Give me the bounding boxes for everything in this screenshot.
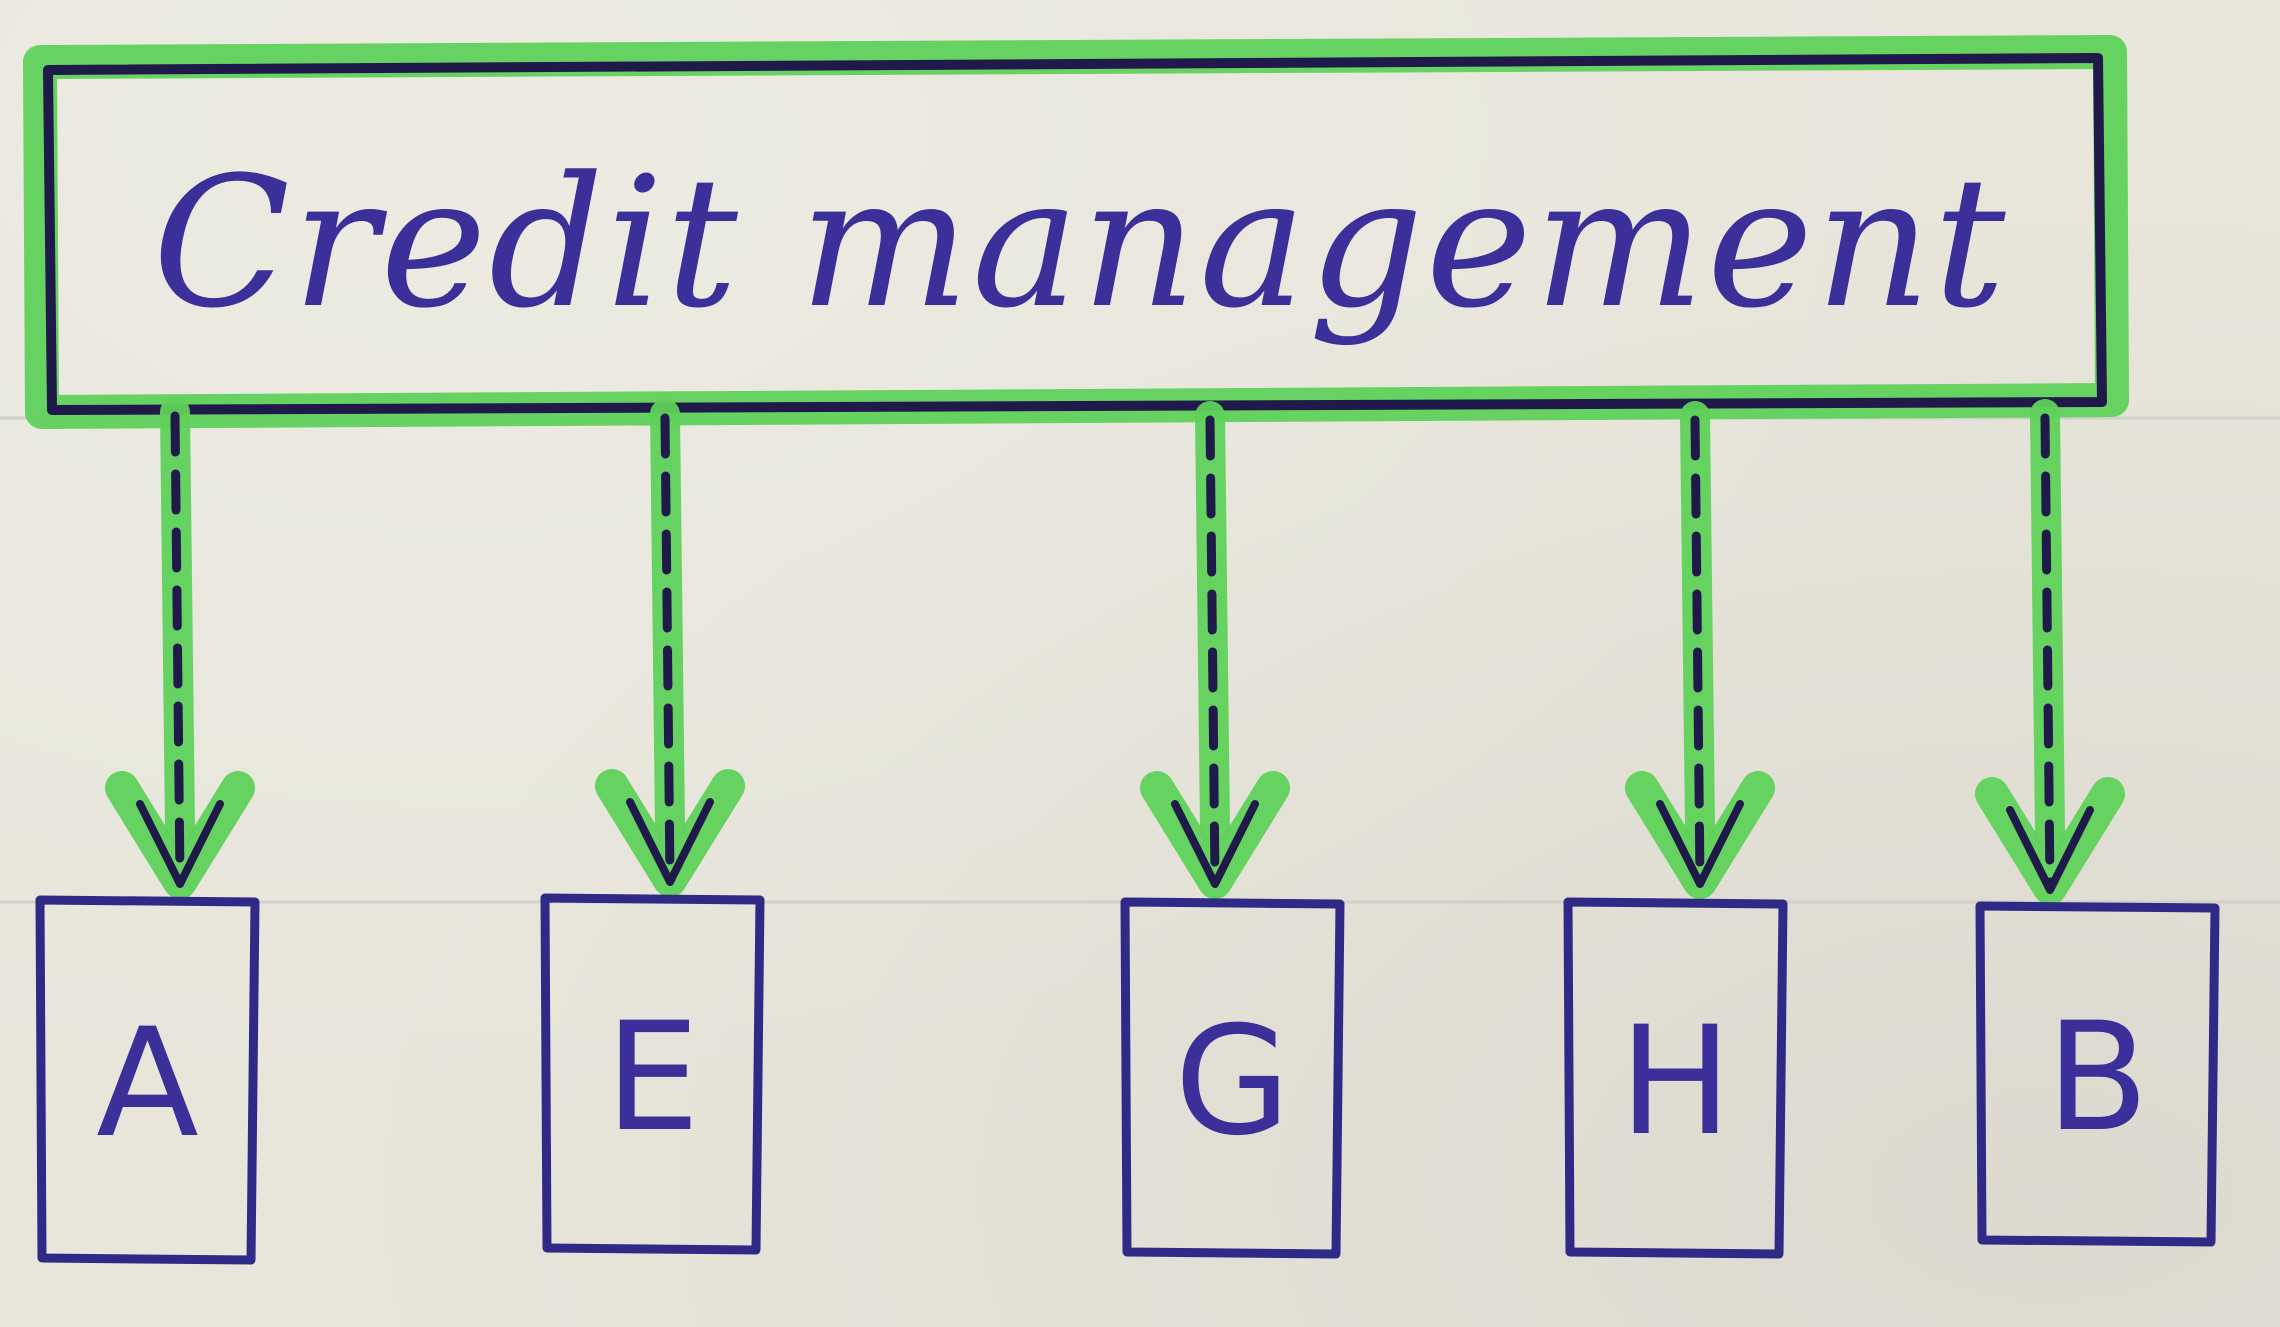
node-e: E (540, 893, 765, 1255)
arrow-to-e (595, 399, 745, 897)
arrow-dashed-line (170, 411, 185, 883)
title-text: Credit management (152, 139, 2007, 348)
node-label-a: A (96, 997, 199, 1171)
paper-rules (0, 416, 2280, 904)
node-label-h: H (1619, 995, 1732, 1169)
node-box-e (540, 893, 765, 1255)
arrow-head (626, 798, 714, 886)
arrow-head (2006, 806, 2094, 894)
arrow-to-h (1625, 401, 1775, 899)
title-box-highlight (23, 35, 2129, 429)
node-b: B (1975, 901, 2220, 1247)
arrow-head (1171, 800, 1259, 888)
arrow-dashed-line (2040, 413, 2055, 889)
arrow-head (136, 800, 224, 888)
node-box-g (1120, 897, 1345, 1259)
node-box-h (1563, 897, 1788, 1259)
node-g: G (1120, 897, 1345, 1259)
arrow-to-a (105, 397, 255, 899)
node-label-g: G (1174, 995, 1290, 1169)
node-a: A (35, 895, 260, 1265)
arrow-dashed-line (660, 413, 675, 881)
title-box: Credit management (23, 35, 2129, 429)
arrow-dashed-line (1690, 415, 1705, 883)
node-h: H (1563, 897, 1788, 1259)
arrow-dashed-line (1205, 415, 1220, 883)
arrows-layer (105, 397, 2125, 905)
node-box-a (35, 895, 260, 1265)
arrow-head (1656, 800, 1744, 888)
arrow-to-g (1140, 401, 1290, 899)
node-box-b (1975, 901, 2220, 1247)
arrow-to-b (1975, 399, 2125, 905)
node-label-b: B (2046, 991, 2149, 1165)
title-box-border (43, 53, 2107, 415)
node-label-e: E (605, 991, 700, 1165)
